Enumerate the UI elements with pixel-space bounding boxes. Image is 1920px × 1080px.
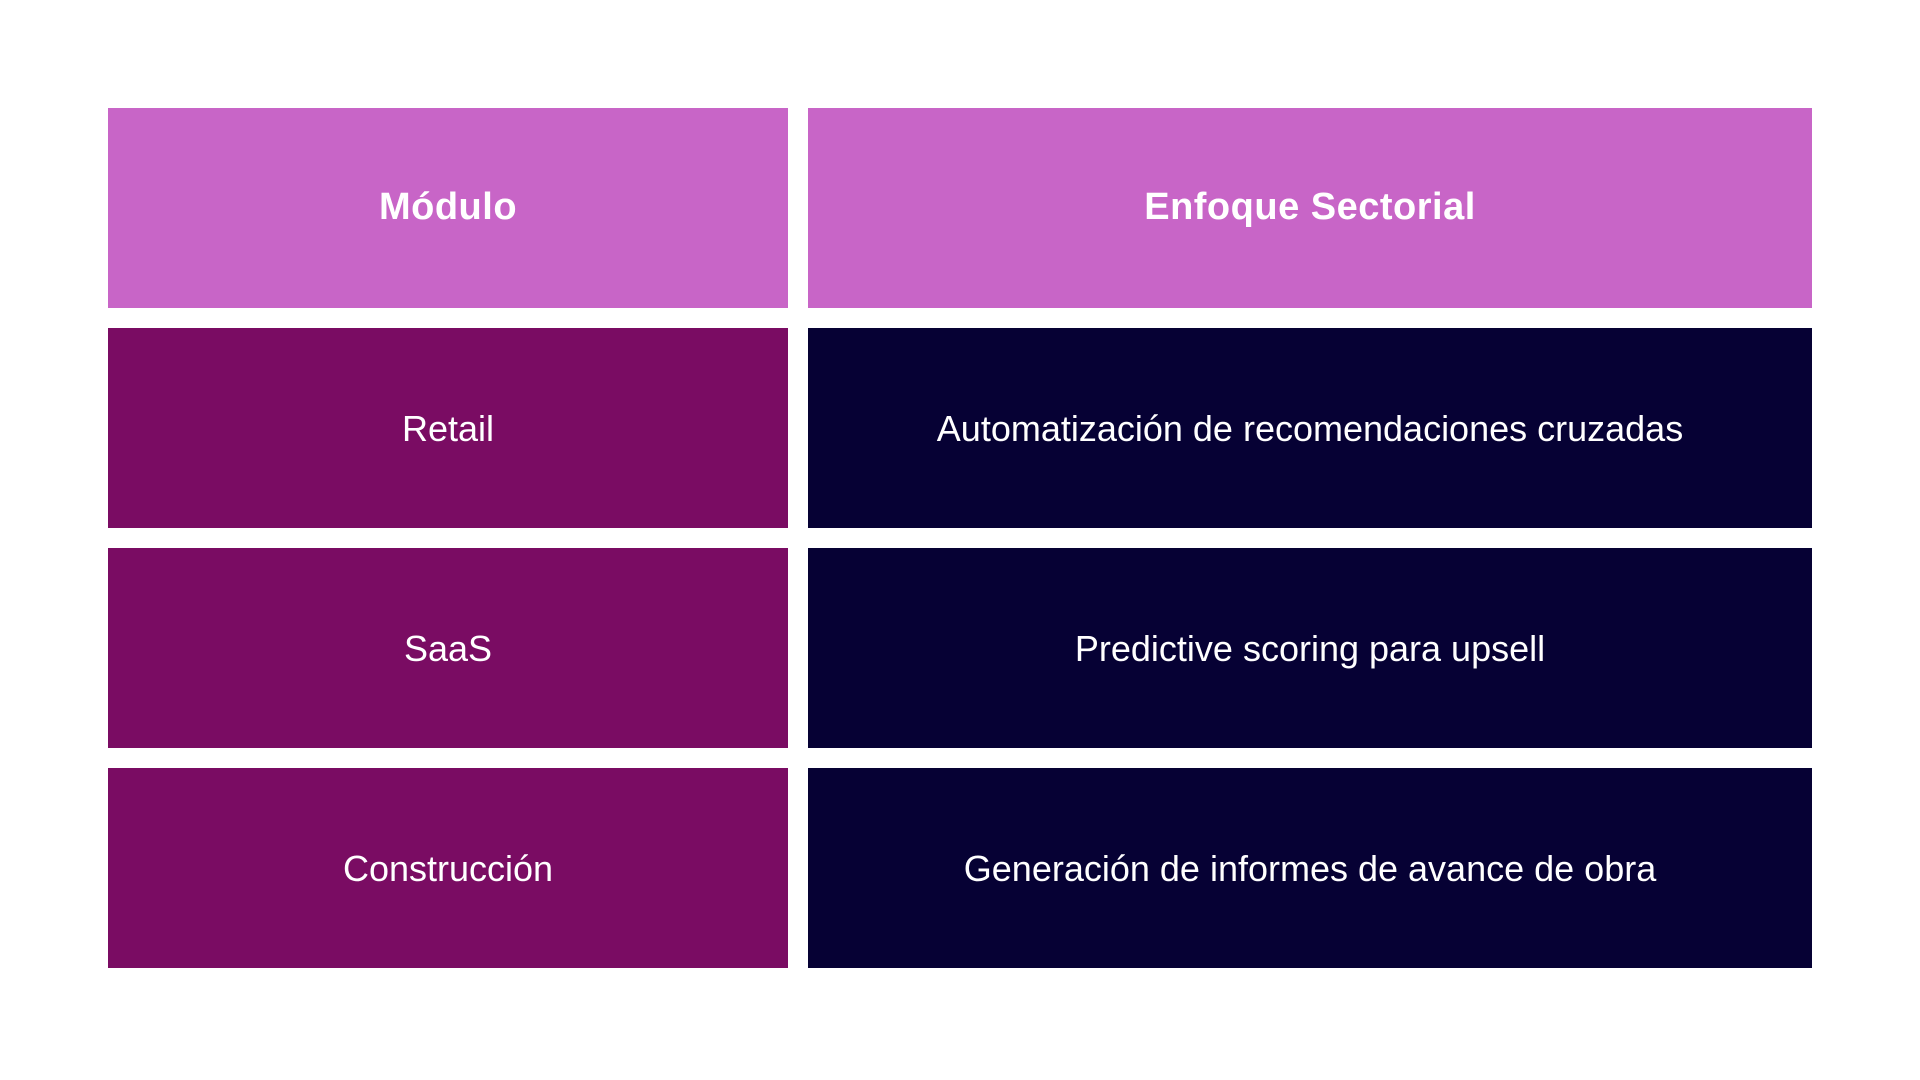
table-cell-module-construccion: Construcción (108, 768, 788, 968)
column-header-modulo: Módulo (108, 108, 788, 308)
table-cell-module-retail: Retail (108, 328, 788, 528)
table-cell-module-saas: SaaS (108, 548, 788, 748)
table-cell-focus-construccion: Generación de informes de avance de obra (808, 768, 1812, 968)
sector-module-table: Módulo Enfoque Sectorial Retail Automati… (108, 108, 1812, 968)
table-cell-focus-saas: Predictive scoring para upsell (808, 548, 1812, 748)
column-header-enfoque-sectorial: Enfoque Sectorial (808, 108, 1812, 308)
table-cell-focus-retail: Automatización de recomendaciones cruzad… (808, 328, 1812, 528)
